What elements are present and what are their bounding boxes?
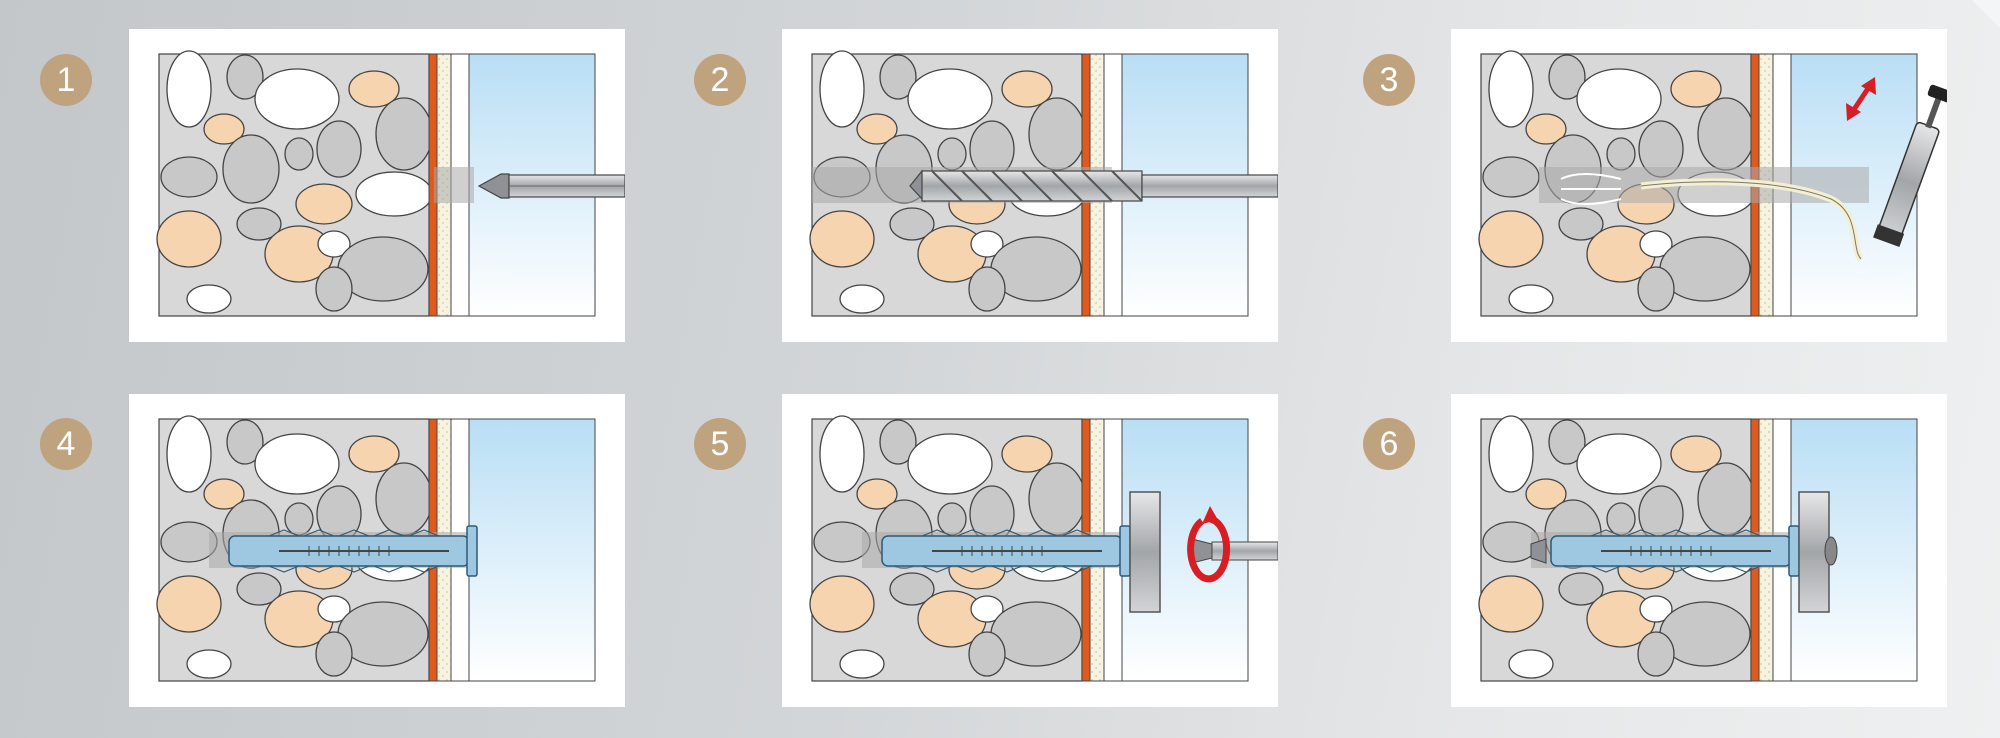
screw-head bbox=[1824, 536, 1838, 566]
fixture-bracket bbox=[1798, 491, 1830, 613]
step-1-badge: 1 bbox=[40, 54, 92, 106]
twist-drill bbox=[909, 169, 1278, 203]
screwdriver bbox=[1191, 538, 1278, 564]
step-6-badge: 6 bbox=[1363, 418, 1415, 470]
pump-hose-outline bbox=[1640, 181, 1862, 260]
step-5-badge: 5 bbox=[694, 418, 746, 470]
up-down-arrow-icon bbox=[1846, 77, 1876, 121]
step-4-panel bbox=[129, 394, 625, 707]
step-3-panel bbox=[1451, 29, 1947, 342]
air-flow-arrows bbox=[1560, 173, 1622, 205]
step-1-panel bbox=[129, 29, 625, 342]
step-2-badge: 2 bbox=[694, 54, 746, 106]
step-3-illustration bbox=[1478, 50, 1947, 317]
blow-out-pump bbox=[1873, 84, 1947, 247]
screw-tip bbox=[1530, 538, 1547, 564]
step-4-badge: 4 bbox=[40, 418, 92, 470]
step-5-panel bbox=[782, 394, 1278, 707]
step-4-illustration bbox=[156, 415, 596, 682]
step-2-illustration bbox=[809, 50, 1278, 317]
step-6-illustration bbox=[1478, 415, 1918, 682]
pilot-hole bbox=[434, 167, 474, 203]
step-3-badge: 3 bbox=[1363, 54, 1415, 106]
rotation-arrow-icon bbox=[1187, 515, 1231, 583]
masonry-drill-bit bbox=[477, 173, 625, 199]
step-6-panel bbox=[1451, 394, 1947, 707]
step-5-illustration bbox=[809, 415, 1278, 682]
fixture-bracket bbox=[1129, 491, 1161, 613]
step-2-panel bbox=[782, 29, 1278, 342]
page-corner-fold bbox=[1972, 0, 2000, 28]
step-1-illustration bbox=[156, 50, 625, 317]
